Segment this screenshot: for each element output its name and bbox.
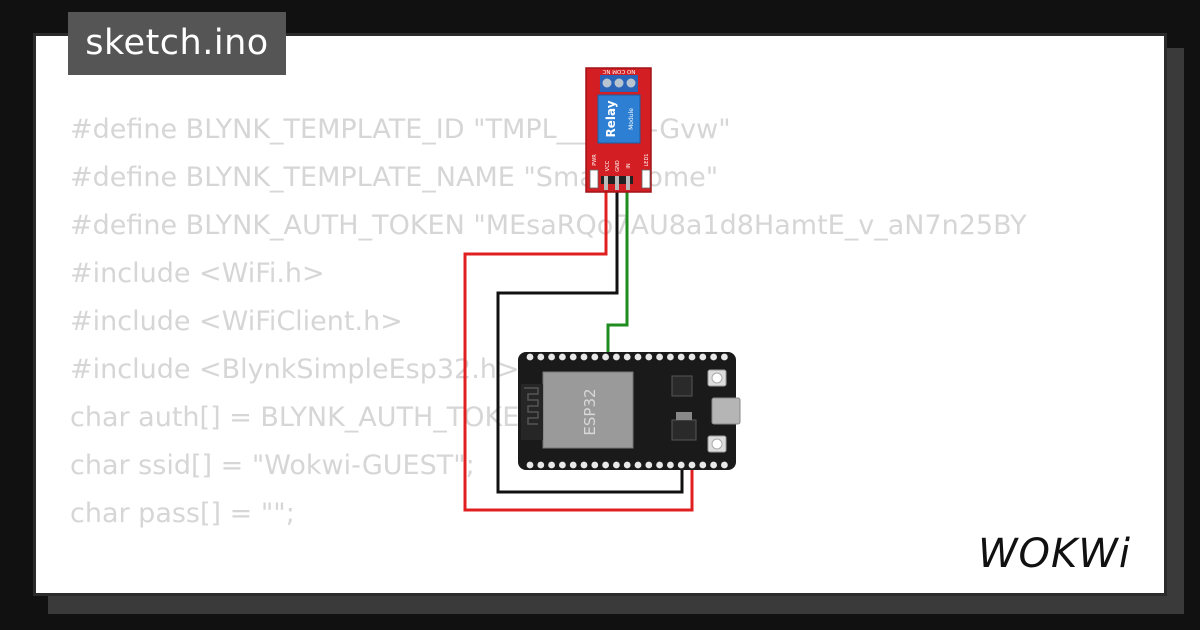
header-pin[interactable] (602, 461, 609, 469)
header-pin[interactable] (526, 461, 534, 469)
header-pin[interactable] (591, 461, 599, 469)
header-pin[interactable] (623, 461, 631, 469)
code-line: char pass[] = ""; (70, 498, 295, 529)
pwr-label: PWR (592, 154, 598, 166)
header-pin[interactable] (548, 461, 555, 469)
usb-chip (671, 375, 693, 397)
regulator (671, 419, 697, 441)
header-pin[interactable] (677, 461, 685, 469)
header-pin[interactable] (677, 353, 685, 361)
header-pin[interactable] (645, 353, 653, 361)
micro-usb-port (711, 397, 741, 425)
code-line: char auth[] = BLYNK_AUTH_TOKEN; (70, 402, 549, 433)
header-pin[interactable] (710, 461, 717, 469)
header-pin[interactable] (667, 461, 674, 469)
code-line: #include <WiFi.h> (70, 258, 325, 289)
header-pin[interactable] (602, 353, 609, 361)
header-pin[interactable] (537, 461, 545, 469)
header-pin[interactable] (645, 461, 653, 469)
code-line: char ssid[] = "Wokwi-GUEST"; (70, 450, 475, 481)
header-pin[interactable] (688, 353, 696, 361)
esp32-board[interactable]: ESP32 (518, 352, 741, 470)
header-pin[interactable] (580, 353, 588, 361)
header-pin[interactable] (699, 461, 707, 469)
header-pin[interactable] (710, 353, 717, 361)
header-pin[interactable] (656, 353, 663, 361)
relay-module[interactable]: NO COM NC Relay Module PWR LED1 VCC GND … (585, 67, 652, 193)
code-line: #define BLYNK_AUTH_TOKEN "MEsaRQo7AU8a1d… (70, 210, 1027, 241)
code-view: #define BLYNK_TEMPLATE_ID "TMPL___h6E-Gv… (70, 106, 1027, 538)
top-pin-header (526, 353, 728, 361)
header-pin[interactable] (613, 353, 620, 361)
wokwi-logo: WOKWi (978, 531, 1131, 577)
header-pin[interactable] (569, 461, 577, 469)
header-pin[interactable] (623, 353, 631, 361)
file-tab[interactable]: sketch.ino (68, 12, 286, 75)
esp32-label: ESP32 (581, 388, 599, 435)
header-pin[interactable] (526, 353, 534, 361)
status-led (641, 169, 651, 189)
header-pin[interactable] (721, 353, 728, 361)
header-pin[interactable] (591, 353, 599, 361)
pin-label-gnd: GND (615, 160, 621, 172)
pin-label-vcc: VCC (605, 160, 611, 171)
header-pin[interactable] (656, 461, 663, 469)
header-pin[interactable] (613, 461, 620, 469)
wire-gnd-black (496, 188, 684, 494)
svg-text:WOKWi: WOKWi (978, 531, 1131, 577)
header-pin[interactable] (634, 353, 642, 361)
header-pin[interactable] (559, 353, 566, 361)
header-pin[interactable] (634, 461, 642, 469)
header-pin[interactable] (721, 461, 728, 469)
header-pin[interactable] (688, 461, 696, 469)
wire-in-green (606, 188, 629, 356)
led-label: LED1 (644, 154, 650, 167)
relay-terminal-labels: NO COM NC (602, 68, 635, 74)
header-pin[interactable] (580, 461, 588, 469)
code-line: #include <WiFiClient.h> (70, 306, 403, 337)
bottom-pin-header (526, 461, 728, 469)
relay-title: Relay (604, 100, 618, 137)
pin-label-in: IN (626, 163, 632, 168)
pwr-led (589, 169, 599, 189)
esp32-module-shield (542, 371, 634, 449)
header-pin[interactable] (559, 461, 566, 469)
header-pin[interactable] (667, 353, 674, 361)
wire-vcc-red (463, 188, 694, 512)
header-pin[interactable] (699, 353, 707, 361)
relay-subtitle: Module (628, 108, 635, 130)
header-pin[interactable] (537, 353, 545, 361)
header-pin[interactable] (569, 353, 577, 361)
header-pin[interactable] (548, 353, 555, 361)
